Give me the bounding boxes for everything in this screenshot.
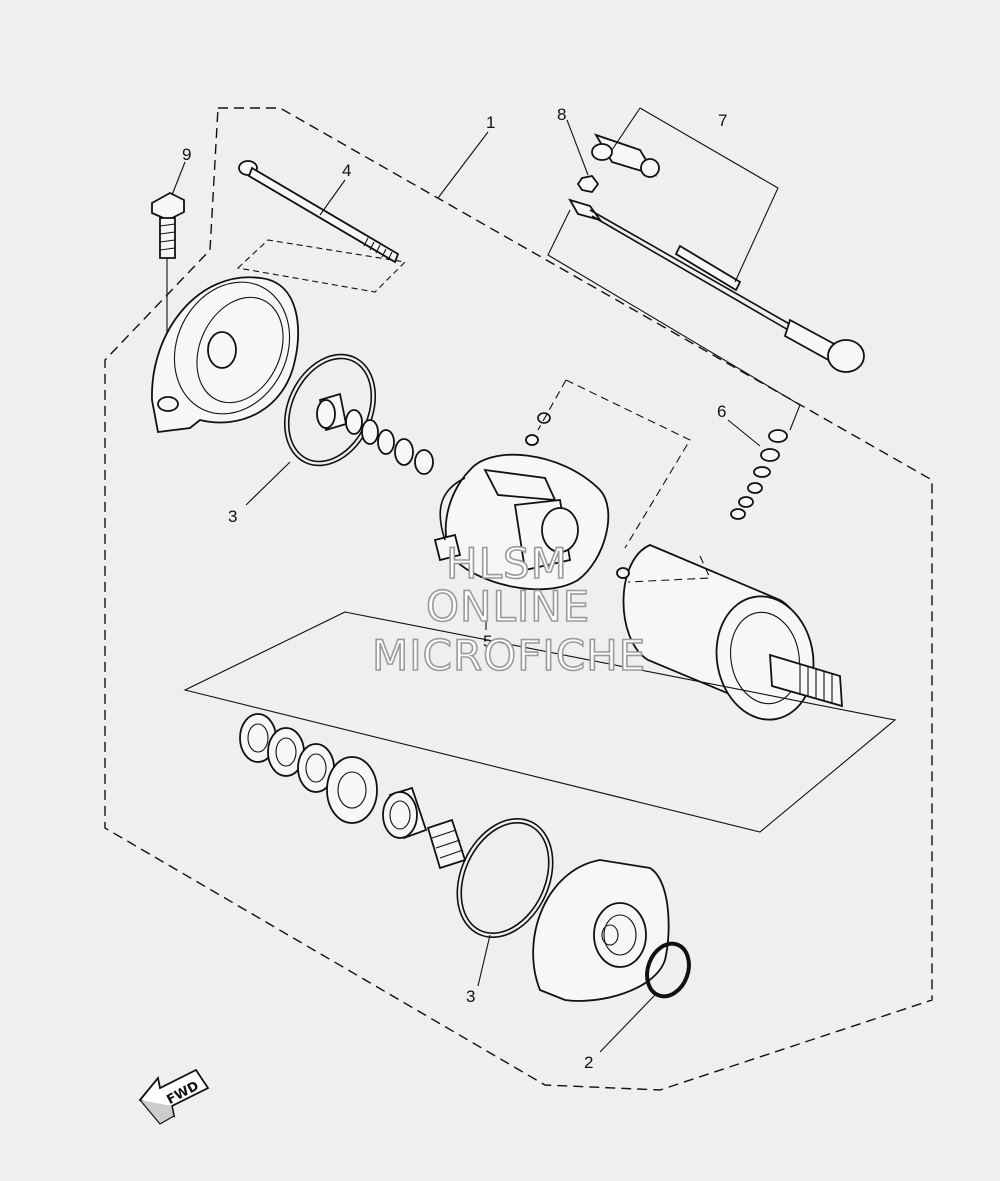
watermark-line-3: MICROFICHE [372,631,646,680]
bearing[interactable] [382,786,428,840]
lead-wire-part-7[interactable] [568,133,865,373]
callout-4[interactable]: 4 [342,161,351,180]
callout-1[interactable]: 1 [486,113,495,132]
motor-yoke[interactable] [616,544,843,727]
fwd-arrow-icon [138,1068,210,1125]
callout-8[interactable]: 8 [557,105,566,124]
bolt-part-9[interactable] [151,191,185,259]
o-ring-part-2[interactable] [640,938,696,1002]
callout-7[interactable]: 7 [718,111,727,130]
assembly-outline [104,107,933,1091]
nut-part-8[interactable] [576,175,600,193]
rear-cover[interactable] [532,859,670,1002]
callout-3-lower[interactable]: 3 [466,987,475,1006]
brush-holder-part-5[interactable] [433,412,610,591]
through-bolt-part-4[interactable] [238,160,400,264]
callout-5[interactable]: 5 [483,632,492,651]
bushing-washer-stack-upper[interactable] [316,392,434,475]
callout-6[interactable]: 6 [717,402,726,421]
callout-9[interactable]: 9 [182,145,191,164]
watermark-line-1: HLSM [446,539,568,588]
callout-2[interactable]: 2 [584,1053,593,1072]
o-ring-lower[interactable] [439,803,571,953]
needle-bearing[interactable] [426,818,467,870]
lower-washer-stack[interactable] [239,713,335,793]
front-cover[interactable] [151,263,311,433]
watermark-line-2: ONLINE [426,582,590,631]
washer-set-part-6[interactable] [730,429,788,520]
oil-seal[interactable] [326,756,378,824]
callout-3-upper[interactable]: 3 [228,507,237,526]
